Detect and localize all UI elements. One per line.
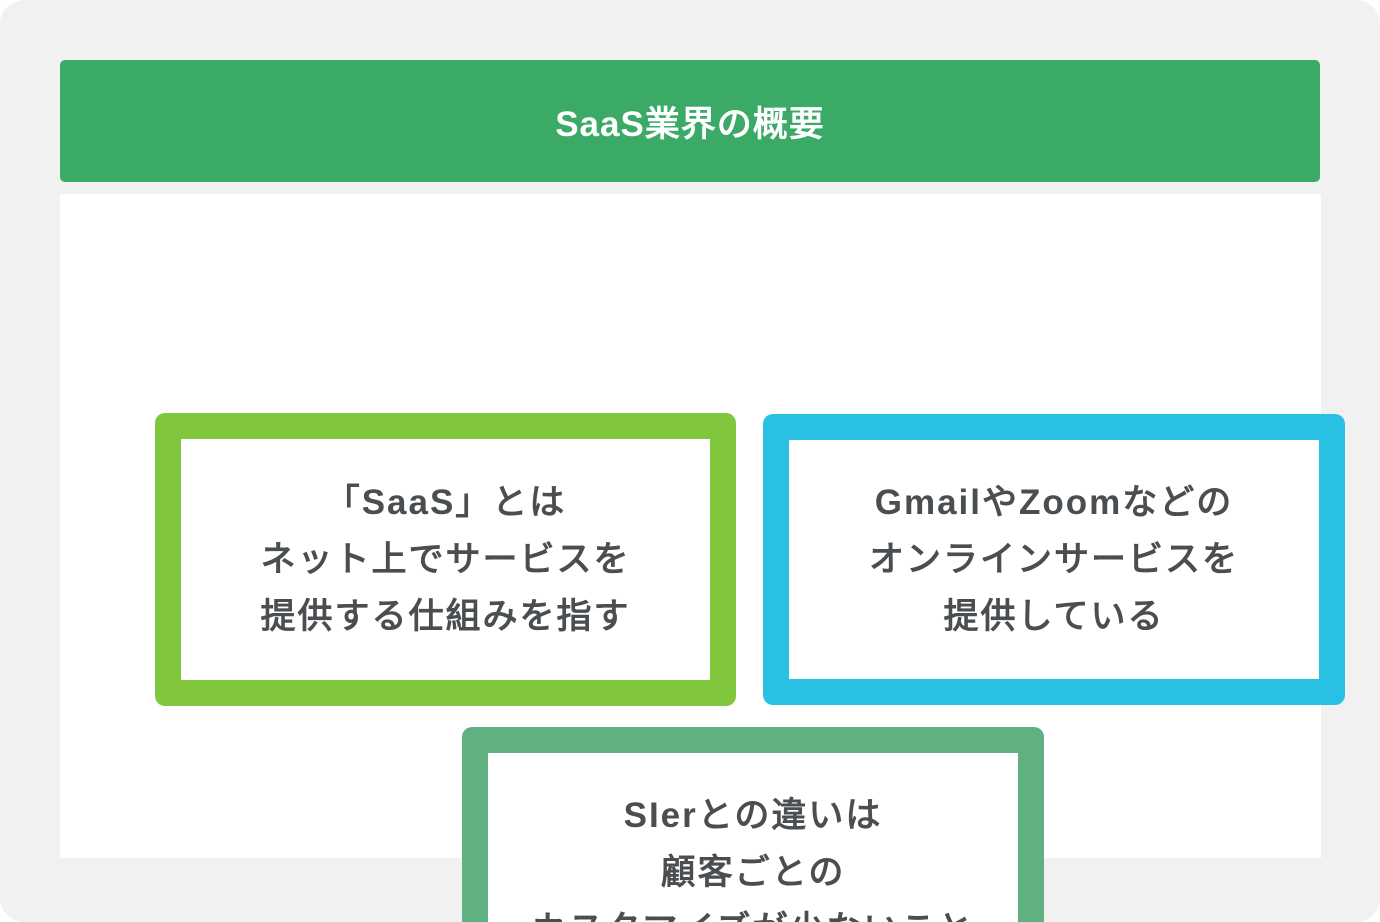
info-box-saas-definition: 「SaaS」とは ネット上でサービスを 提供する仕組みを指す: [155, 413, 736, 706]
info-box-text-line: 「SaaS」とは: [324, 483, 567, 522]
info-box-text-line: カスタマイズが少ないこと: [532, 901, 975, 922]
info-box-text-line: 提供している: [943, 597, 1165, 636]
info-box-text-line: 顧客ごとの: [660, 853, 846, 892]
info-box-text-line: GmailやZoomなどの: [874, 483, 1234, 522]
info-box-saas-vs-sier: SIerとの違いは 顧客ごとの カスタマイズが少ないこと: [462, 727, 1044, 922]
info-box-text-line: SIerとの違いは: [623, 796, 883, 835]
info-box-text-line: ネット上でサービスを: [260, 540, 631, 579]
header-bar: SaaS業界の概要: [60, 60, 1320, 182]
page-title: SaaS業界の概要: [555, 104, 825, 144]
info-box-text-line: オンラインサービスを: [868, 540, 1239, 579]
content-panel: 「SaaS」とは ネット上でサービスを 提供する仕組みを指す GmailやZoo…: [60, 194, 1345, 922]
info-box-saas-examples: GmailやZoomなどの オンラインサービスを 提供している: [763, 414, 1345, 705]
info-box-text-line: 提供する仕組みを指す: [260, 597, 631, 636]
